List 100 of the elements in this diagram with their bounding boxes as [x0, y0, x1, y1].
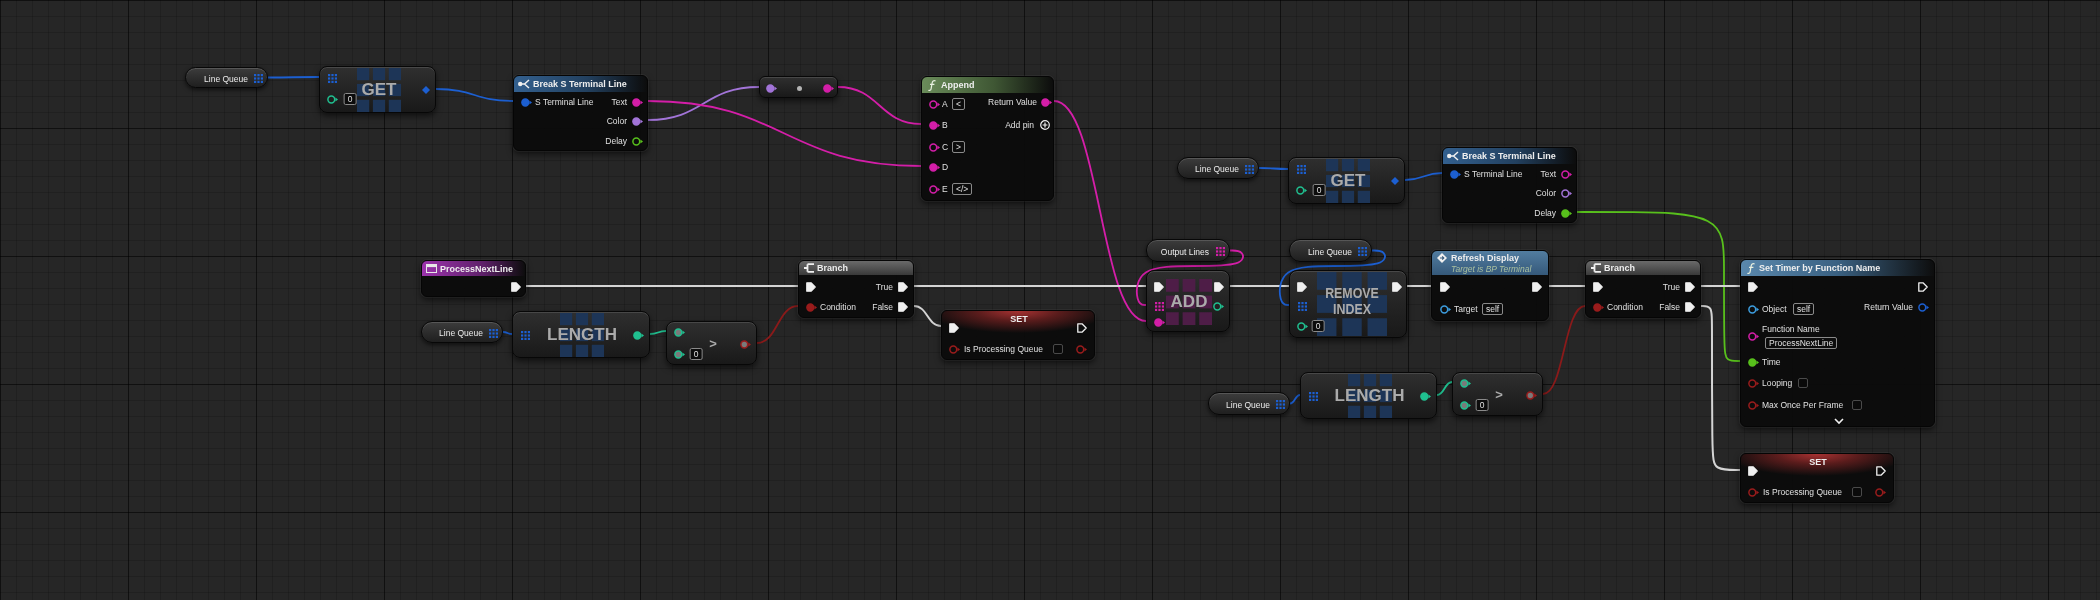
break-struct-node [1442, 147, 1577, 223]
pin-label: D [942, 161, 949, 173]
wire [1289, 394, 1301, 405]
pin-label: C [942, 141, 949, 153]
wire [1053, 100, 1147, 322]
wire [647, 100, 922, 167]
set-variable-node [941, 310, 1095, 360]
pin-label: Return Value [1864, 301, 1913, 313]
set-variable-node [1740, 453, 1894, 503]
pin-label: Is Processing Queue [1763, 486, 1842, 498]
node-title: GET [1330, 171, 1366, 191]
function-node [1740, 259, 1935, 427]
pin-label: Object [1762, 303, 1787, 315]
wire [1576, 211, 1741, 362]
pin-label: Color [1535, 187, 1556, 199]
input-field: 0 [343, 93, 357, 105]
pin-label: Condition [1607, 301, 1643, 313]
pin-label: Return Value [988, 96, 1037, 108]
pin-label: True [1662, 281, 1680, 293]
input-field: < [952, 98, 965, 110]
node-title: Refresh Display [1451, 252, 1520, 264]
wire [1700, 285, 1741, 287]
input-field: ProcessNextLine [1765, 337, 1838, 349]
function-node [1431, 250, 1549, 321]
array-remove-node [1289, 270, 1407, 338]
function-node [921, 76, 1054, 201]
node-title: REMOVE INDEX [1325, 285, 1379, 317]
node-title: GET [361, 80, 397, 100]
wire [1404, 172, 1443, 181]
pin-label: Looping [1762, 377, 1793, 389]
compare-node [1452, 372, 1543, 416]
pin-label: Text [1540, 168, 1556, 180]
wire [1229, 285, 1290, 287]
array-length-node [512, 311, 650, 358]
input-field: 0 [1312, 184, 1326, 196]
input-field: > [952, 141, 965, 153]
wire [913, 285, 1147, 287]
branch-node [1585, 260, 1701, 318]
variable-label: Line Queue [439, 327, 483, 339]
variable-label: Line Queue [1226, 399, 1270, 410]
array-add-node [1146, 270, 1230, 332]
array-get-node [319, 66, 436, 113]
pin-label: Time [1762, 356, 1781, 368]
variable-label: Output Lines [1160, 246, 1209, 257]
wire [1406, 285, 1432, 287]
pin-label: Text [611, 96, 627, 108]
pin-label: E [942, 183, 948, 195]
wire [837, 86, 922, 125]
wire [913, 305, 942, 327]
pin-label: S Terminal Line [535, 96, 594, 108]
node-title: ProcessNextLine [440, 263, 514, 274]
pin-label: Function Name [1762, 323, 1820, 335]
node-subtitle: Target is BP Terminal [1451, 263, 1532, 274]
wire [1258, 167, 1289, 170]
node-title: Break S Terminal Line [1462, 150, 1556, 162]
input-field: </> [952, 183, 973, 195]
pin-label: False [1659, 301, 1680, 313]
node-title: Branch [1604, 262, 1635, 274]
array-get-node [1288, 157, 1405, 204]
pin-label: B [942, 119, 948, 131]
operator-label: > [709, 337, 717, 351]
wire [1700, 305, 1741, 471]
wire [649, 330, 667, 335]
pin-label: Add pin [1005, 119, 1034, 131]
wire [1542, 305, 1586, 395]
break-struct-node [513, 75, 648, 151]
variable-node [1289, 239, 1372, 262]
node-title: Branch [817, 262, 848, 274]
pin-label: Delay [1534, 207, 1556, 219]
input-field: 0 [689, 348, 703, 360]
input-field: self [1482, 303, 1504, 315]
pin-label: True [875, 281, 893, 293]
node-title: Break S Terminal Line [533, 78, 627, 90]
input-field: 0 [1475, 399, 1489, 411]
node-title: SET [1809, 456, 1827, 468]
compare-node [666, 321, 757, 365]
node-title: Set Timer by Function Name [1759, 262, 1881, 274]
pin-label: Max Once Per Frame [1762, 399, 1844, 411]
variable-node [1146, 239, 1230, 262]
wire [1548, 285, 1586, 287]
operator-label: > [1495, 388, 1503, 402]
conversion-node [759, 76, 838, 98]
variable-node [421, 321, 503, 343]
pin-label: A [942, 98, 948, 110]
wire [267, 76, 320, 79]
wire [435, 88, 514, 102]
input-field: 0 [1311, 320, 1325, 332]
node-title: LENGTH [547, 325, 617, 345]
node-title: SET [1010, 313, 1028, 325]
array-length-node [1300, 372, 1437, 419]
variable-node [185, 67, 268, 88]
input-field: self [1793, 303, 1815, 315]
pin-label: Target [1454, 303, 1478, 315]
wire [647, 86, 760, 121]
pin-label: Is Processing Queue [964, 343, 1043, 355]
pin-label: Condition [820, 301, 856, 313]
variable-node [1177, 157, 1259, 179]
variable-label: Line Queue [1195, 163, 1239, 175]
wire [502, 331, 513, 335]
node-title: ADD [1170, 292, 1208, 312]
